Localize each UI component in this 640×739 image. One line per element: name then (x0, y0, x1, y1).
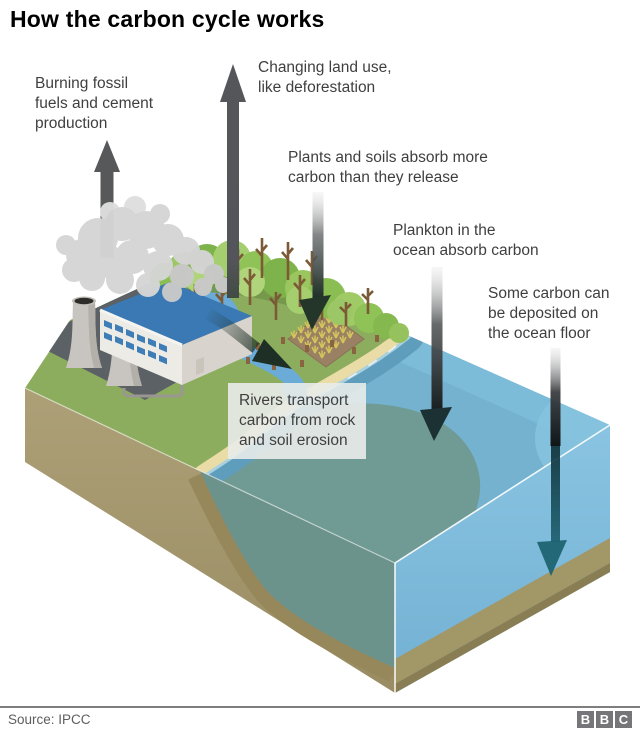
ocean-floor-strip (395, 538, 610, 684)
footer-divider (0, 706, 640, 708)
label-ocean-floor: Some carbon can be deposited on the ocea… (488, 285, 610, 343)
block-edges (24, 387, 611, 693)
curved-arrow-river (205, 308, 292, 369)
label-burning-fossil-fuels: Burning fossil fuels and cement producti… (35, 75, 154, 133)
page-title: How the carbon cycle works (10, 6, 325, 32)
down-arrow-plankton (420, 267, 452, 441)
bbc-logo-letter: B (577, 711, 594, 728)
up-arrow-land-use (220, 64, 246, 298)
label-plankton: Plankton in the ocean absorb carbon (393, 222, 539, 260)
water-cross-section (200, 471, 395, 668)
label-plants-soils: Plants and soils absorb more carbon than… (288, 149, 488, 187)
down-arrow-plants (299, 192, 331, 330)
bbc-logo-letter: C (615, 711, 632, 728)
smoke-cloud (56, 196, 231, 302)
label-rivers-transport-box: Rivers transport carbon from rock and so… (228, 383, 367, 460)
ground-front-face (25, 388, 401, 693)
bbc-logo-letter: B (596, 711, 613, 728)
power-plant (56, 140, 252, 398)
down-arrow-ocean-floor (537, 348, 567, 576)
bbc-logo: B B C (577, 711, 632, 728)
source-credit: Source: IPCC (8, 712, 91, 727)
label-changing-land-use: Changing land use, like deforestation (258, 59, 392, 97)
